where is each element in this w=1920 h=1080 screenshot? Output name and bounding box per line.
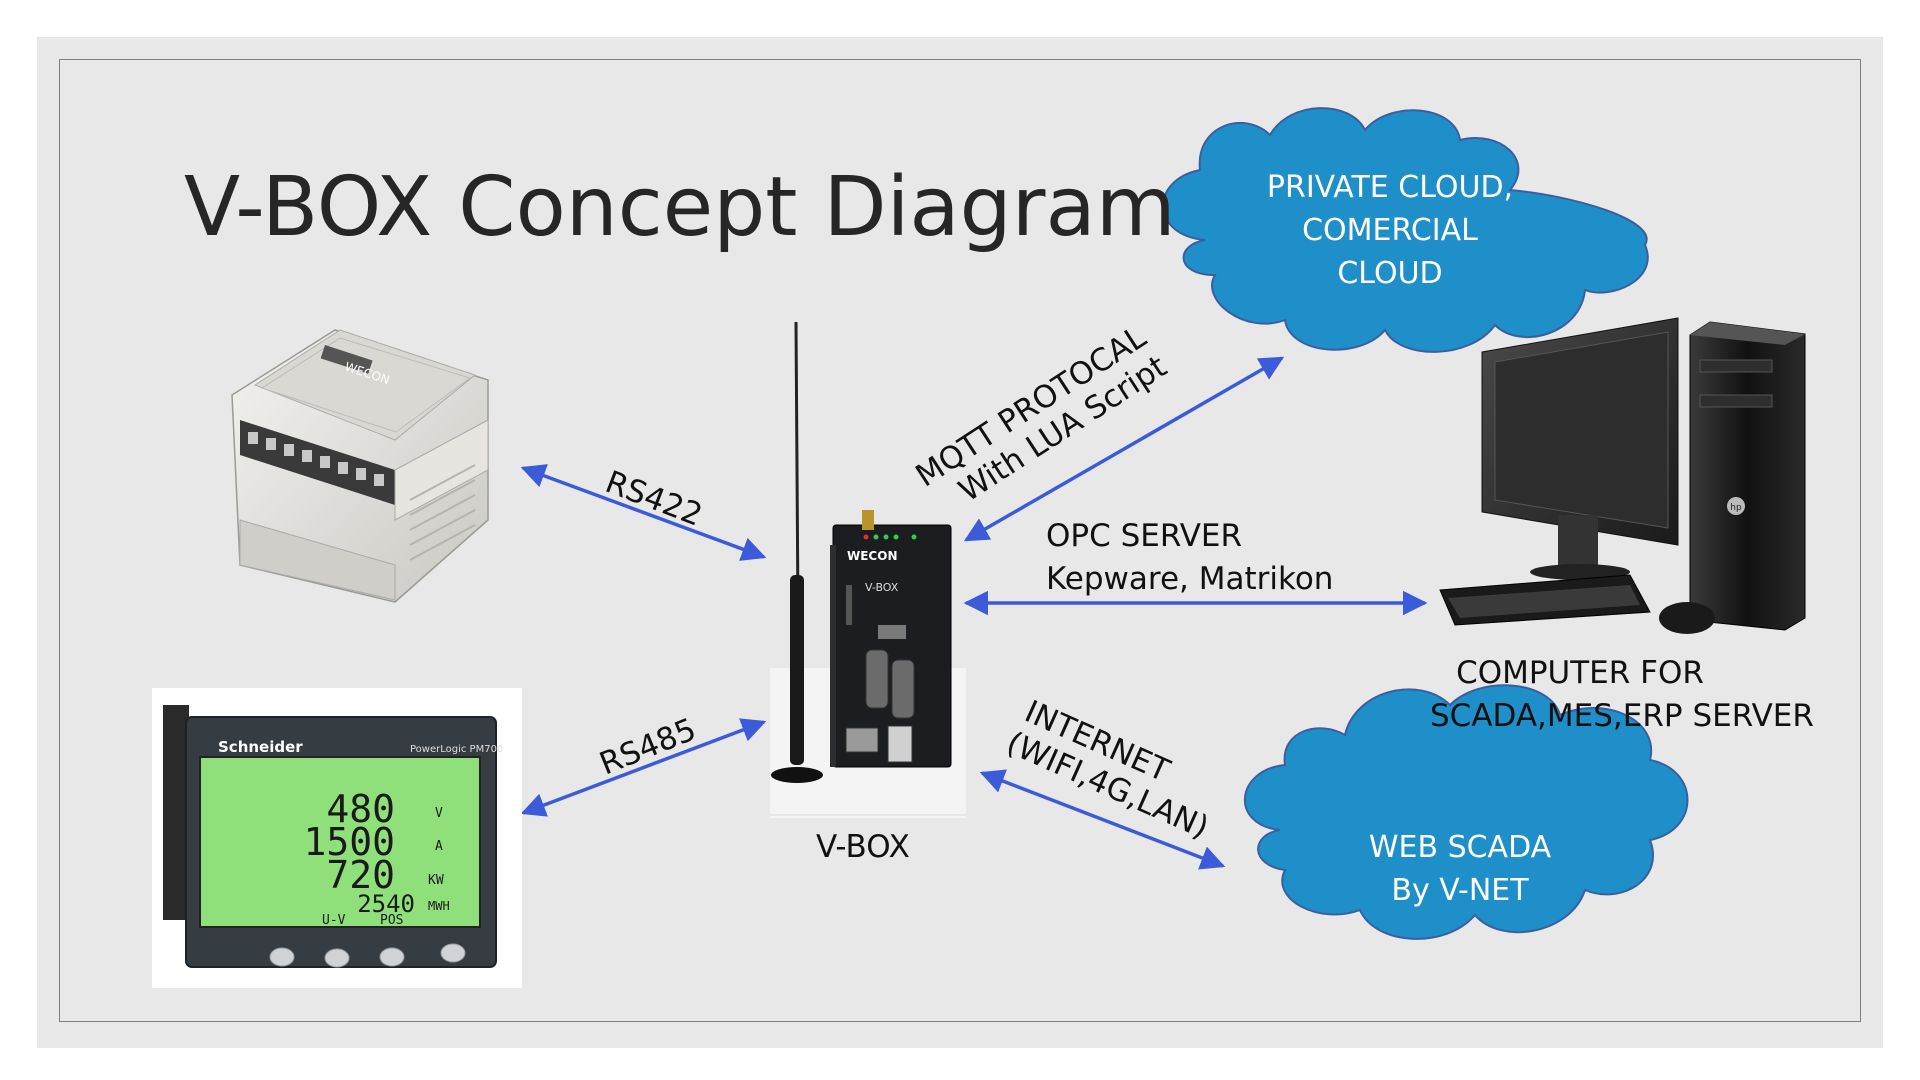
rs485-arrow <box>520 718 767 817</box>
mouse-icon <box>1659 602 1715 634</box>
plc-device: WECON <box>231 329 489 603</box>
meter-unit-current: A <box>435 839 443 854</box>
computer: hp <box>1439 317 1806 634</box>
vbox-faceplate: V-BOX <box>865 581 899 594</box>
computer-label-line-2: SCADA,MES,ERP SERVER <box>1430 698 1814 734</box>
private-cloud-label: PRIVATE CLOUD, COMERCIAL CLOUD <box>1220 166 1560 295</box>
meter-model: PowerLogic PM700 <box>410 744 503 755</box>
com1-port <box>865 649 889 709</box>
mqtt-arrow <box>963 356 1285 542</box>
meter-button-1[interactable] <box>269 947 295 967</box>
page-title: V-BOX Concept Diagram <box>184 160 1176 255</box>
meter-reading-current: 1500 <box>303 820 395 864</box>
meter-unit-power: KW <box>428 873 444 888</box>
meter-reading-voltage: 480 <box>326 787 395 831</box>
private-cloud-line-1: PRIVATE CLOUD, <box>1266 170 1514 205</box>
hp-logo-icon <box>1727 497 1745 515</box>
vbox-device: WECON V-BOX <box>770 321 966 818</box>
internet-arrow <box>979 769 1226 870</box>
meter-unit-voltage: V <box>435 806 443 821</box>
vbox-brand: WECON <box>847 549 897 563</box>
meter-button-3[interactable] <box>379 947 405 967</box>
ethernet-port <box>845 727 879 753</box>
slide-frame <box>59 59 1861 1022</box>
power-terminal <box>887 725 913 763</box>
com2-port <box>891 659 915 719</box>
private-cloud-line-3: CLOUD <box>1337 256 1443 291</box>
meter-button-4[interactable] <box>440 943 466 963</box>
meter-reading-energy: 2540 <box>357 890 415 918</box>
private-cloud-line-2: COMERCIAL <box>1302 213 1478 248</box>
computer-label: COMPUTER FOR SCADA,MES,ERP SERVER <box>1430 652 1814 738</box>
web-scada-line-2: By V-NET <box>1391 873 1529 908</box>
antenna-connector <box>862 510 874 530</box>
vbox-label: V-BOX <box>816 829 910 865</box>
private-cloud-shape <box>1162 107 1649 353</box>
opc-label-line-2: Kepware, Matrikon <box>1046 561 1334 597</box>
web-scada-cloud <box>1243 684 1689 940</box>
meter-unit-energy: MWH <box>428 899 450 913</box>
private-cloud <box>1162 107 1649 353</box>
meter-softkey-2: POS <box>380 913 403 928</box>
power-meter: Schneider PowerLogic PM700 480 V 1500 A … <box>152 688 522 988</box>
opc-label: OPC SERVER Kepware, Matrikon <box>1046 515 1333 601</box>
web-scada-cloud-shape <box>1243 684 1689 940</box>
computer-brand: hp <box>1730 503 1742 513</box>
rs422-arrow <box>520 464 767 561</box>
web-scada-cloud-label: WEB SCADA By V-NET <box>1300 826 1620 912</box>
meter-brand: Schneider <box>218 738 303 756</box>
opc-label-line-1: OPC SERVER <box>1046 518 1243 554</box>
meter-reading-power: 720 <box>326 853 395 897</box>
meter-softkey-1: U-V <box>322 913 346 928</box>
computer-label-line-1: COMPUTER FOR <box>1456 655 1704 691</box>
web-scada-line-1: WEB SCADA <box>1368 830 1552 865</box>
meter-button-2[interactable] <box>324 948 350 968</box>
